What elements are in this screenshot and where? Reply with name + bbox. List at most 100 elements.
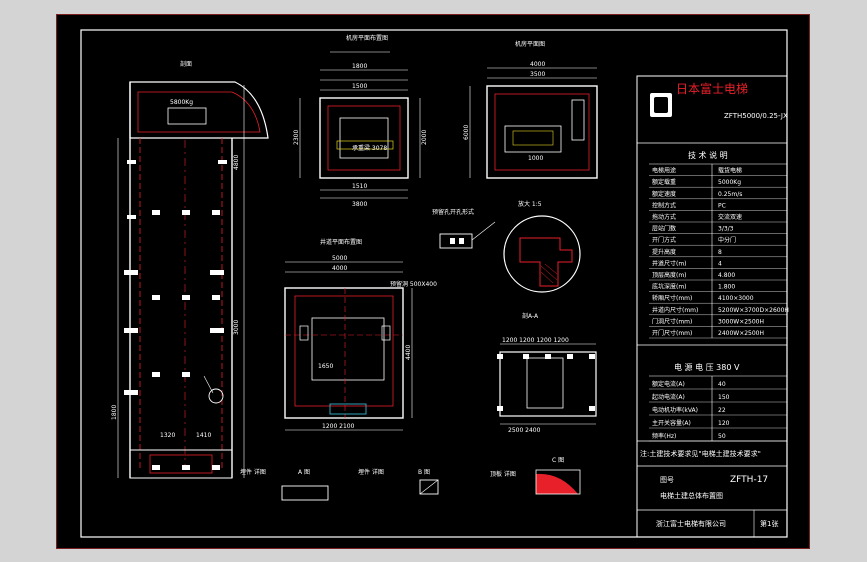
svg-text:1800: 1800 (352, 63, 367, 70)
spec-value: 4.800 (718, 272, 735, 279)
spec-label: 开门尺寸(mm) (652, 329, 692, 337)
drawing-no-label: 图号 (660, 476, 674, 484)
spec-label: 拖动方式 (652, 213, 676, 221)
svg-text:1800: 1800 (111, 405, 118, 420)
svg-text:A 图: A 图 (298, 469, 310, 476)
spec-label: 顶层高度(m) (652, 271, 687, 279)
svg-text:1200 1200 1200 1200: 1200 1200 1200 1200 (502, 337, 569, 344)
svg-text:1650: 1650 (318, 363, 333, 370)
spec-label: 开门方式 (652, 236, 676, 244)
spec-label: 额定速度 (652, 190, 676, 198)
svg-text:4800: 4800 (233, 155, 240, 170)
power-value: 40 (718, 381, 726, 388)
spec-value: 5000Kg (718, 179, 741, 186)
svg-text:C 图: C 图 (552, 457, 564, 464)
spec-label: 层站门数 (652, 225, 676, 233)
svg-text:1320: 1320 (160, 432, 175, 439)
spec-value: 载货电梯 (718, 167, 742, 175)
power-table: 额定电流(A) 40 起动电流(A) 150 电动机功率(kVA) 22 主开关容量(A) 1… (649, 380, 787, 442)
svg-text:埋件 详图: 埋件 详图 (358, 468, 384, 476)
power-value: 22 (718, 407, 726, 414)
spec-value: 1.800 (718, 284, 735, 291)
svg-text:埋件 详图: 埋件 详图 (240, 468, 266, 476)
section-aa-label: 剖A-A (522, 312, 539, 320)
svg-text:1510: 1510 (352, 183, 367, 190)
svg-text:3500: 3500 (530, 71, 545, 78)
drawing-sheet-background (56, 14, 810, 549)
model-number: ZFTH5000/0.25-JX (724, 112, 788, 120)
enlarged-section-view: 放大 1:5 (503, 200, 581, 293)
spec-value: 交流双速 (718, 213, 742, 221)
drawing-name: 电梯土建总体布置图 (660, 491, 723, 500)
power-label: 主开关容量(A) (652, 419, 691, 427)
spec-value: 中分门 (718, 236, 736, 244)
side-section-label: 剖面 (180, 60, 192, 68)
section-aa-view: 剖A-A 1200 1200 1200 1200 2500 2400 (497, 312, 597, 434)
spec-value: 3000W×2500H (718, 318, 764, 325)
spec-label: 控制方式 (652, 201, 676, 209)
title-block: 日本富士电梯 ZFTH5000/0.25-JX 技 术 说 明 电梯用途 载货电梯… (636, 75, 789, 538)
svg-text:2300: 2300 (293, 130, 300, 145)
spec-value: 8 (718, 249, 722, 256)
power-label: 起动电流(A) (652, 393, 685, 401)
spec-value: 3/3/3 (718, 226, 734, 233)
power-label: 电动机功率(kVA) (652, 406, 698, 414)
hoistway-plan-label: 井道平面布置图 (320, 238, 362, 246)
spec-label: 底坑深度(m) (652, 283, 687, 291)
svg-text:B 图: B 图 (418, 469, 430, 476)
power-title: 电 源 电 压 380 V (674, 362, 740, 372)
spec-label: 井道内尺寸(mm) (652, 306, 698, 314)
side-section-view: 剖面 5800Kg 4800 1800 300 (111, 60, 269, 479)
hoistway-plan-note: 预留洞 500X400 (390, 280, 437, 288)
power-label: 额定电流(A) (652, 380, 685, 388)
svg-text:3000: 3000 (233, 320, 240, 335)
company-title: 日本富士电梯 (676, 81, 748, 96)
machine-room-label: 机房平面布置图 (346, 34, 388, 42)
svg-text:1410: 1410 (196, 432, 211, 439)
enlarged-section-label: 放大 1:5 (518, 200, 542, 208)
svg-text:6000: 6000 (463, 125, 470, 140)
svg-text:2000: 2000 (421, 130, 428, 145)
spec-value: 4 (718, 260, 722, 267)
svg-text:4000: 4000 (332, 265, 347, 272)
power-value: 120 (718, 420, 730, 427)
civil-note: 注:土建技术要求见"电梯土建技术要求" (640, 449, 761, 458)
hole-detail-label: 预留孔开孔形式 (432, 208, 474, 216)
power-label: 频率(Hz) (652, 432, 676, 440)
spec-value: 4100×3000 (718, 295, 754, 302)
bottom-details: 埋件 详图 A 图 埋件 详图 B 图 顶板 详图 C 图 (240, 457, 581, 501)
machine-top-label: 机房平面图 (515, 40, 545, 48)
spec-label: 轿厢尺寸(mm) (652, 294, 692, 302)
svg-text:顶板 详图: 顶板 详图 (490, 470, 516, 478)
hole-detail-view: 预留孔开孔形式 (432, 208, 496, 249)
spec-value: 2400W×2500H (718, 330, 764, 337)
spec-value: PC (718, 202, 726, 209)
drawing-no: ZFTH-17 (730, 475, 768, 485)
spec-label: 额定载重 (652, 178, 676, 186)
machine-top-plan-view: 机房平面图 4000 3500 1000 6000 (463, 40, 598, 179)
svg-text:1500: 1500 (352, 83, 367, 90)
svg-text:4400: 4400 (405, 345, 412, 360)
svg-text:5000: 5000 (332, 255, 347, 262)
power-value: 50 (718, 433, 726, 440)
spec-label: 电梯用途 (652, 167, 676, 175)
spec-value: 5200W×3700D×2600H (718, 307, 789, 314)
spec-label: 门洞尺寸(mm) (652, 317, 692, 325)
machine-room-note: 承重梁 3078 (352, 144, 387, 152)
sheet-number: 第1张 (760, 519, 778, 528)
svg-text:1000: 1000 (528, 155, 543, 162)
svg-text:4000: 4000 (530, 61, 545, 68)
spec-title: 技 术 说 明 (688, 150, 728, 160)
svg-text:2500 2400: 2500 2400 (508, 427, 541, 434)
spec-label: 井道尺寸(m) (652, 259, 687, 267)
maker-name: 浙江富士电梯有限公司 (656, 519, 726, 528)
svg-text:3800: 3800 (352, 201, 367, 208)
spec-label: 提升高度 (652, 248, 676, 256)
spec-value: 0.25m/s (718, 191, 742, 198)
power-value: 150 (718, 394, 730, 401)
svg-text:5800Kg: 5800Kg (170, 99, 193, 106)
